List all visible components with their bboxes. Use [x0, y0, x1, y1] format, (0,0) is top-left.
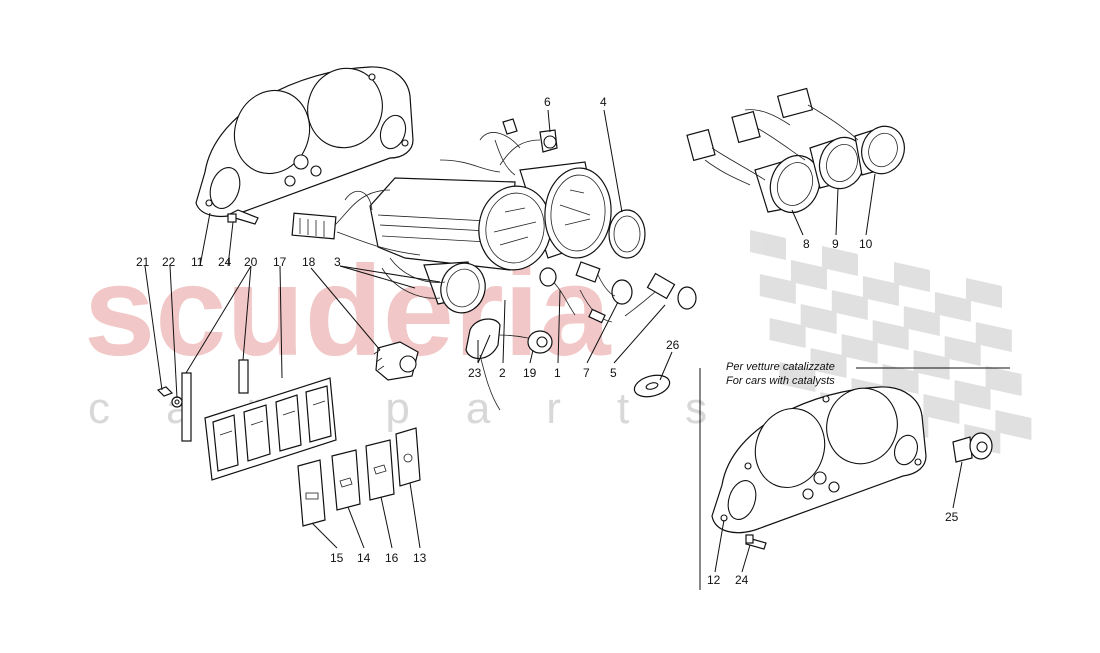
flag-square — [975, 322, 1012, 352]
callout-18: 18 — [302, 255, 316, 269]
callouts: 21 22 11 24 20 17 18 3 6 4 8 9 10 23 2 1… — [136, 95, 959, 587]
switch-frame-17 — [204, 377, 337, 481]
callout-24-bottom: 24 — [735, 573, 749, 587]
callout-24-top: 24 — [218, 255, 232, 269]
callout-10: 10 — [859, 237, 873, 251]
callout-17: 17 — [273, 255, 287, 269]
flag-square — [831, 290, 868, 320]
switch-13 — [395, 427, 421, 487]
note-line-1: Per vetture catalizzate — [726, 361, 835, 373]
flag-square — [882, 364, 919, 394]
switch-16 — [365, 439, 395, 501]
flag-square — [822, 246, 858, 276]
callout-25: 25 — [945, 510, 959, 524]
callout-13: 13 — [413, 551, 427, 565]
callout-6: 6 — [544, 95, 551, 109]
flag-square — [750, 230, 786, 260]
washer-26 — [633, 374, 671, 398]
callout-15: 15 — [330, 551, 344, 565]
callout-8: 8 — [803, 237, 810, 251]
screw-24-top — [226, 209, 259, 225]
switch-15 — [297, 459, 326, 527]
instrument-panel-gasket-11 — [195, 66, 414, 217]
callout-11: 11 — [191, 255, 204, 269]
callout-22: 22 — [162, 255, 176, 269]
callout-1: 1 — [554, 366, 561, 380]
flag-square — [894, 262, 930, 292]
flag-square — [841, 334, 878, 364]
switch-14 — [331, 449, 361, 511]
callout-23: 23 — [468, 366, 482, 380]
flag-square — [923, 394, 960, 424]
callout-4: 4 — [600, 95, 607, 109]
flag-square — [913, 350, 950, 380]
nut-22 — [171, 396, 183, 408]
instrument-panel-gasket-12 — [711, 386, 927, 534]
gauge-10 — [854, 125, 905, 176]
catalyst-inset: Per vetture catalizzate For cars with ca… — [699, 361, 1010, 590]
note-line-2: For cars with catalysts — [726, 375, 835, 387]
flag-square — [985, 366, 1022, 396]
callout-16: 16 — [385, 551, 399, 565]
flag-square — [759, 274, 796, 304]
flag-square — [944, 336, 981, 366]
leader-lines — [144, 109, 963, 573]
gauge-8 — [754, 154, 821, 214]
gauge-9 — [809, 136, 866, 190]
callout-2: 2 — [499, 366, 506, 380]
callout-14: 14 — [357, 551, 371, 565]
screw-24-bottom — [745, 534, 767, 550]
callout-12: 12 — [707, 573, 721, 587]
gauge-harness — [686, 87, 859, 186]
flag-square — [779, 362, 816, 392]
callout-19: 19 — [523, 366, 537, 380]
switch-25 — [952, 432, 993, 463]
flag-square — [810, 348, 847, 378]
flag-square — [903, 306, 940, 336]
flag-square — [966, 278, 1002, 308]
flag-square — [800, 304, 837, 334]
callout-26: 26 — [666, 338, 680, 352]
callout-7: 7 — [583, 366, 590, 380]
flag-square — [934, 292, 971, 322]
flag-square — [769, 318, 806, 348]
flag-square — [954, 380, 991, 410]
callout-9: 9 — [832, 237, 839, 251]
callout-21: 21 — [136, 255, 150, 269]
flag-square — [995, 410, 1032, 440]
flag-square — [872, 320, 909, 350]
callout-3: 3 — [334, 255, 341, 269]
callout-5: 5 — [610, 366, 617, 380]
instrument-cluster — [291, 118, 697, 411]
flag-square — [790, 260, 827, 290]
flag-square — [862, 276, 899, 306]
callout-20: 20 — [244, 255, 258, 269]
